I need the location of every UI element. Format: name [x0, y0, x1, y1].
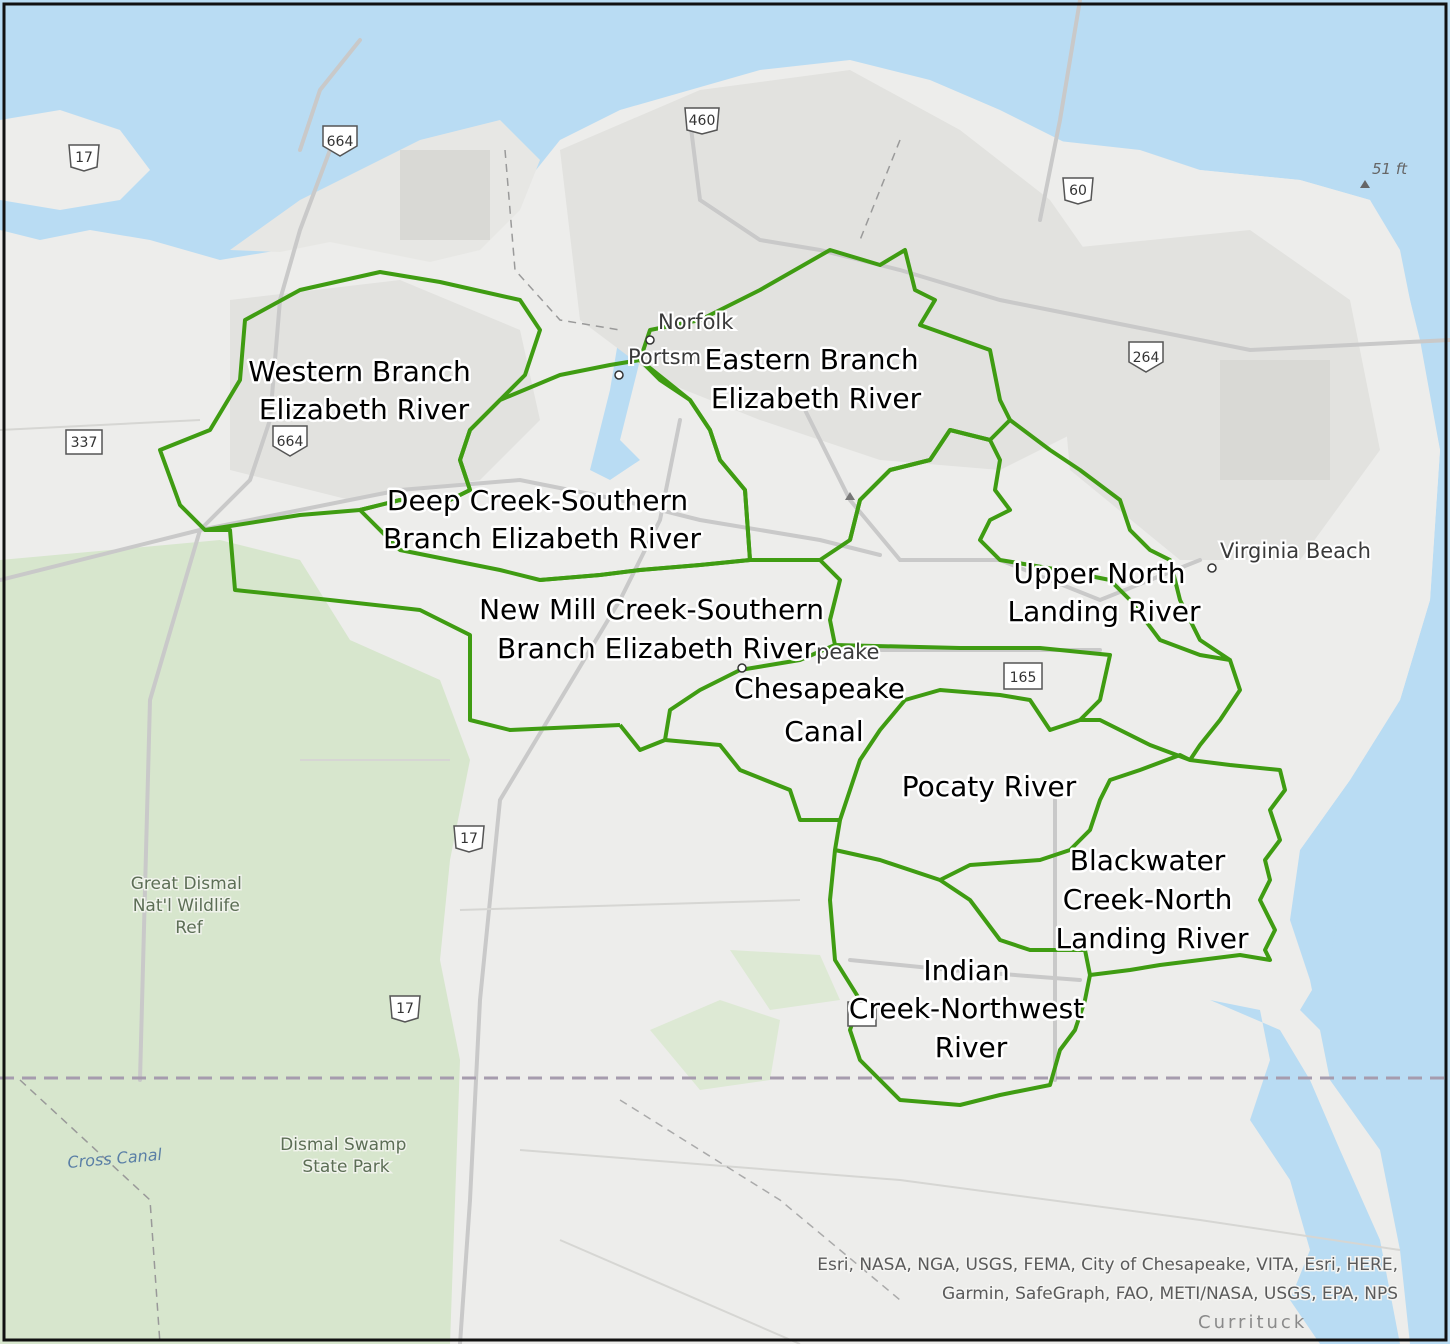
attribution-line-1: Esri, NASA, NGA, USGS, FEMA, City of Che… [817, 1255, 1398, 1275]
shield-us17-middle: 17 [453, 825, 485, 853]
deep-creek-label: Deep Creek-Southern Branch Elizabeth Riv… [383, 484, 701, 555]
indian-creek-boundary [828, 849, 1092, 1107]
svg-text:337: 337 [71, 435, 98, 451]
shield-us460: 460 [684, 107, 720, 135]
shield-i664-north: 664 [322, 125, 358, 157]
city-markers [614, 335, 1217, 673]
lower-west-boundary [205, 528, 621, 732]
peak-marker [845, 492, 855, 500]
park-areas [0, 540, 840, 1344]
virginia-beach-label: Virginia Beach [1220, 539, 1371, 563]
western-branch-label: Western Branch Elizabeth River [248, 355, 479, 426]
portsmouth-marker [614, 370, 624, 380]
county-lines [504, 139, 901, 331]
svg-text:60: 60 [1069, 183, 1087, 199]
shield-us17-south: 17 [389, 995, 421, 1023]
minor-roads [0, 419, 1401, 1344]
route-shields: 17 664 460 60 264 337 664 165 17 17 [65, 107, 1164, 1027]
indian-creek-label: Indian Creek-Northwest River [849, 954, 1093, 1064]
elevation-label: 51 ft [1372, 160, 1408, 178]
blackwater-boundary [938, 758, 1287, 977]
eastern-branch-label: Eastern Branch Elizabeth River [705, 343, 928, 415]
place-labels: Norfolk Portsm Virginia Beach peake Curr… [67, 160, 1408, 1333]
svg-text:264: 264 [1133, 350, 1160, 366]
shield-partial [847, 1001, 877, 1027]
blackwater-creek-label: Blackwater Creek-North Landing River [1055, 844, 1249, 955]
new-mill-creek-label: New Mill Creek-Southern Branch Elizabeth… [479, 593, 833, 665]
svg-text:17: 17 [396, 1001, 414, 1017]
pocaty-river-label: Pocaty River [902, 770, 1077, 803]
elevation-marker [1360, 180, 1370, 188]
dismal-swamp-label: Dismal Swamp State Park [280, 1135, 412, 1177]
chesapeake-marker [737, 663, 747, 673]
chesapeake-canal-label: Chesapeake Canal [734, 672, 914, 748]
dashed-boundary [19, 1079, 161, 1344]
urban-areas [230, 70, 1380, 560]
svg-text:165: 165 [1010, 670, 1037, 686]
shield-us17-north: 17 [68, 144, 100, 172]
shield-i264: 264 [1128, 341, 1164, 373]
currituck-label: Currituck [1198, 1312, 1307, 1333]
svg-text:664: 664 [327, 134, 354, 150]
upper-north-boundary [848, 418, 1242, 762]
svg-text:17: 17 [460, 831, 478, 847]
watershed-labels: Western Branch Elizabeth River Eastern B… [246, 341, 1252, 1067]
svg-text:664: 664 [277, 434, 304, 450]
watershed-boundaries [158, 248, 1287, 1107]
norfolk-label: Norfolk [658, 310, 734, 334]
shield-us60: 60 [1062, 177, 1094, 205]
portsmouth-label: Portsm [628, 345, 701, 369]
attribution: Esri, NASA, NGA, USGS, FEMA, City of Che… [816, 1254, 1400, 1306]
shield-i664-south: 664 [272, 425, 308, 457]
shield-sr165: 165 [1003, 662, 1043, 690]
chesapeake-label: peake [816, 640, 879, 664]
shield-sr337: 337 [65, 429, 103, 455]
chesapeake-canal-boundary [664, 643, 1112, 822]
svg-text:460: 460 [689, 113, 716, 129]
dashed-boundary-2 [619, 1099, 901, 1301]
upper-north-landing-label: Upper North Landing River [1007, 557, 1201, 628]
pocaty-boundary [833, 753, 1191, 882]
svg-text:17: 17 [75, 150, 93, 166]
virginia-beach-marker [1207, 563, 1217, 573]
great-dismal-label: Great Dismal Nat'l Wildlife Ref [131, 874, 248, 938]
attribution-line-2: Garmin, SafeGraph, FAO, METI/NASA, USGS,… [942, 1284, 1398, 1304]
norfolk-marker [645, 335, 655, 345]
new-mill-boundary [539, 558, 842, 752]
park-labels: Great Dismal Nat'l Wildlife Ref Dismal S… [129, 873, 412, 1179]
